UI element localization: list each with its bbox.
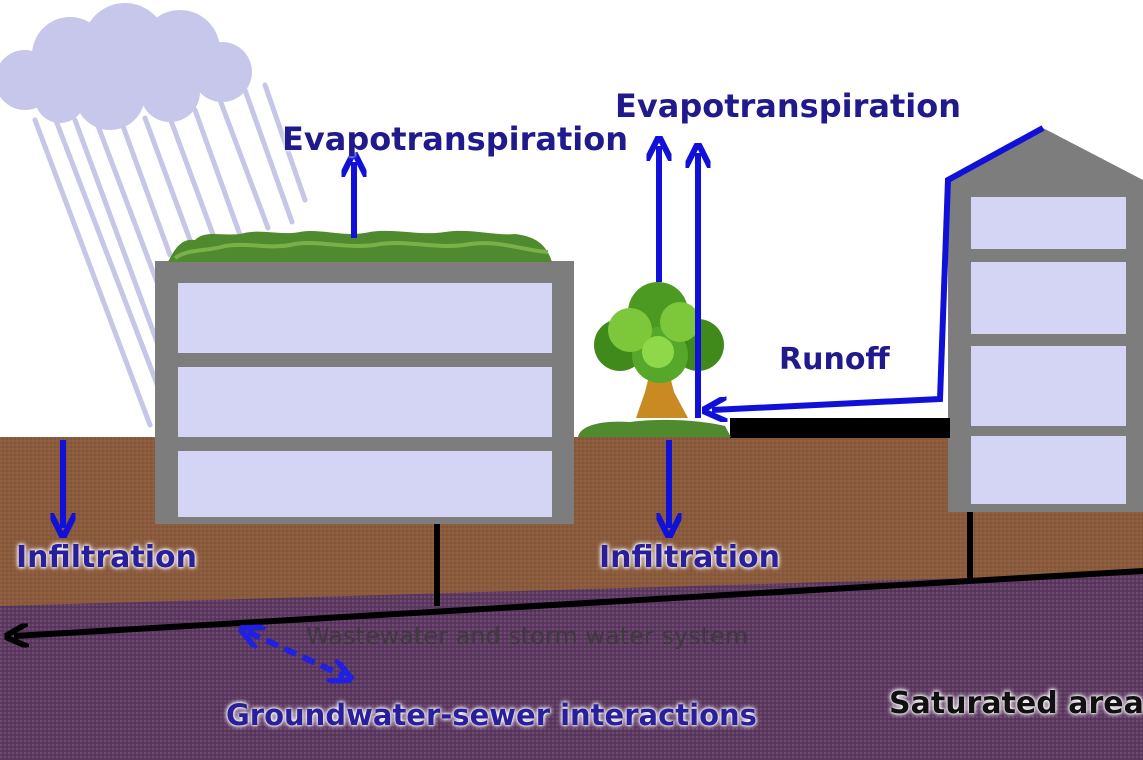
flow-arrows: [63, 125, 1045, 528]
right-building: [948, 128, 1143, 512]
sewer-pipes: [14, 512, 1143, 636]
rain-streaks: [32, 82, 308, 428]
paved-surface: [730, 418, 950, 438]
rain-cloud-icon: [0, 3, 252, 130]
evapotranspiration-tree-label: Evapotranspiration: [615, 87, 961, 125]
runoff-arrow: [712, 125, 1045, 410]
sewer-system-label: Wastewater and storm water system: [306, 622, 749, 650]
runoff-label: Runoff: [779, 342, 890, 377]
ground-vegetation: [578, 419, 731, 437]
infiltration-center-label: Infiltration: [599, 540, 781, 575]
tree-icon: [594, 282, 724, 418]
green-roof-building: [155, 230, 574, 524]
groundwater-sewer-label: Groundwater-sewer interactions: [226, 698, 757, 732]
groundwater-sewer-arrow: [248, 632, 344, 676]
evapotranspiration-roof-label: Evapotranspiration: [282, 120, 628, 158]
saturated-area-label: Saturated area: [889, 686, 1143, 721]
infiltration-left-label: Infiltration: [16, 540, 198, 575]
